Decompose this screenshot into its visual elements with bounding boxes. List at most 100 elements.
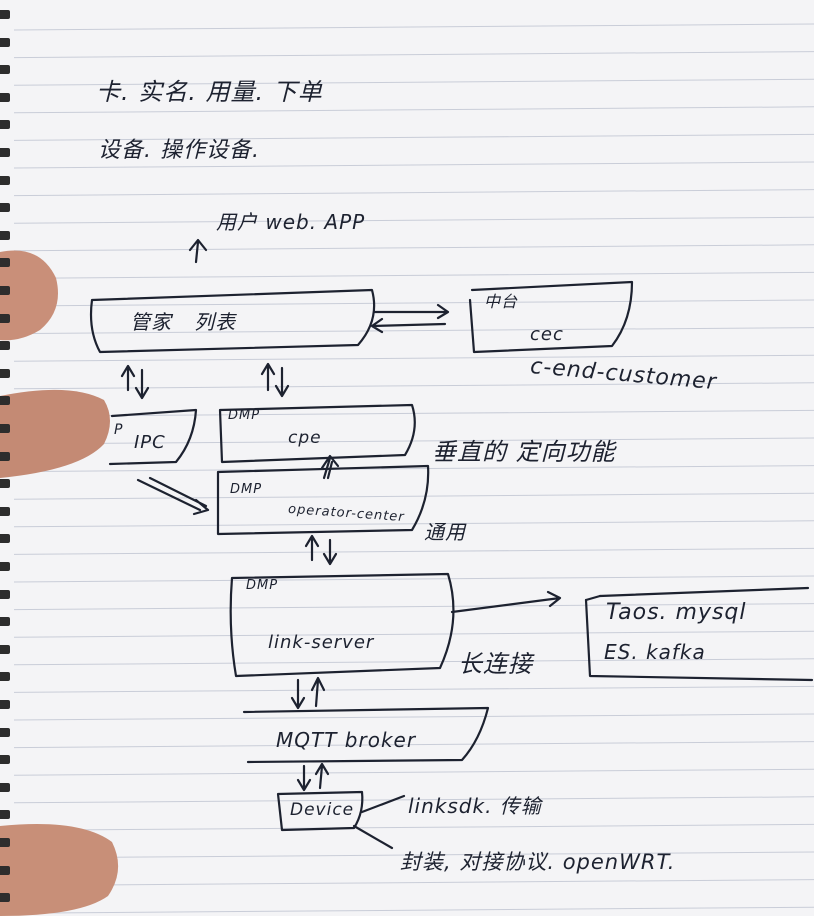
zhongtai-label: 中台 [484,292,519,311]
binder-hole [0,120,10,130]
device-note-2: 封装, 对接协议. openWRT. [400,850,676,874]
binder-hole [0,258,10,268]
link-note: 长连接 [458,650,533,678]
binder-hole [0,617,10,627]
device-label: Device [290,800,355,820]
link-server-box [229,572,455,678]
notes-line-1: 卡. 实名. 用量. 下单 [96,78,323,106]
ruled-line [13,492,814,500]
dmp-operator-tag: DMP [230,482,263,497]
arrow-to-zhongtai [373,303,450,320]
ruled-line [13,161,814,169]
binder-hole [0,644,10,654]
ipc-label: IPC [134,432,166,453]
ruled-line [13,133,814,141]
link-server-label: link-server [268,632,375,653]
arrows-frontend-cpe [260,362,290,398]
ruled-line [13,244,814,252]
fingers [0,250,119,916]
ruled-line [13,51,814,59]
binder-hole [0,893,10,903]
binder-hole [0,782,10,792]
binder-hole [0,313,10,323]
ruled-line [13,879,814,887]
dmp-cpe-tag: DMP [228,408,261,423]
binder-hole [0,37,10,47]
cpe-note: 垂直的 定向功能 [432,438,616,466]
device-box [276,790,364,832]
cpe-box [218,403,416,464]
mqtt-broker-label: MQTT broker [276,728,417,752]
binder-hole [0,865,10,875]
storage-line-1: Taos. mysql [606,600,747,625]
binder-hole [0,479,10,489]
storage-box [584,586,814,682]
ruled-line [13,106,814,114]
ruled-line [13,327,814,335]
arrows-operator-link [304,534,338,566]
binder-hole [0,672,10,682]
ipc-partial-label: P [114,422,124,438]
operator-center-box [216,464,430,536]
ruled-line [13,575,814,583]
binder-hole [0,65,10,75]
binder-hole [0,92,10,102]
ruled-line [13,465,814,473]
binder-hole [0,810,10,820]
cpe-label: cpe [288,428,322,448]
binder-hole [0,534,10,544]
storage-line-2: ES. kafka [604,640,706,664]
arrow-ipc-to-operator [136,476,210,516]
binder-hole [0,700,10,709]
binder-hole [0,175,10,185]
arrows-link-mqtt [290,676,326,710]
ruled-line [13,437,814,445]
frontend-label: 管家 列表 [130,310,237,334]
binder-hole [0,424,10,433]
binder-hole [0,562,10,571]
arrows-mqtt-device [296,762,330,792]
binder-hole [0,451,10,461]
binder-hole [0,589,10,599]
ruled-line [13,189,814,197]
notes-line-2: 设备. 操作设备. [98,138,260,163]
ruled-line [13,354,814,362]
user-web-app-label: 用户 web. APP [216,210,366,234]
binder-hole [0,727,10,737]
ruled-line [13,741,814,749]
binder-hole [0,368,10,378]
operator-note: 通用 [424,520,466,544]
binder-hole [0,148,10,157]
cec-label: cec [530,324,564,345]
binder-hole [0,203,10,213]
binder-hole [0,506,10,516]
ruled-line [13,23,814,31]
device-note-1: linksdk. 传输 [408,794,542,818]
frontend-box [89,288,376,354]
ruled-line [13,547,814,555]
ruled-line [13,713,814,721]
ruled-line [13,796,814,804]
mqtt-broker-box [242,706,490,764]
ruled-line [13,78,814,86]
arrow-to-storage [450,590,562,614]
ruled-line [13,630,814,638]
ruled-line [13,851,814,859]
arrow-up-to-user [188,238,208,264]
ruled-line [13,658,814,666]
binder-hole [0,396,10,406]
ruled-line [13,906,814,914]
binder-hole [0,755,10,765]
ruled-line [13,823,814,831]
binder-hole [0,230,10,240]
ruled-line [13,271,814,279]
binder-hole [0,838,10,847]
device-connectors [352,794,406,850]
binder-hole [0,286,10,295]
zhongtai-box [468,280,634,354]
ruled-line [13,768,814,776]
ruled-line [13,603,814,611]
arrows-frontend-ipc [120,364,150,400]
ruled-line [13,216,814,224]
